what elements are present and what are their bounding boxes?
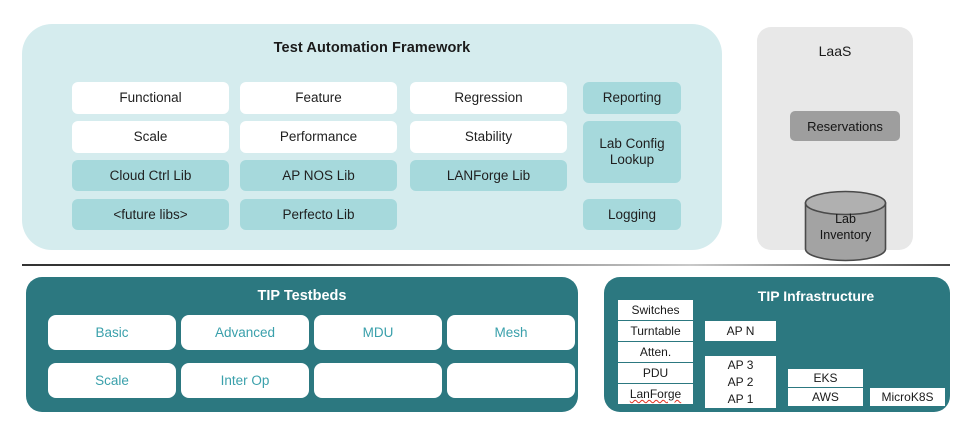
laas-title: LaaS [818, 43, 852, 59]
testbed-chip-basic[interactable]: Basic [48, 315, 176, 350]
test-automation-framework-panel: Test Automation Framework Functional Fea… [22, 24, 722, 250]
framework-chip-stability[interactable]: Stability [410, 121, 567, 153]
infra-chip-turntable[interactable]: Turntable [618, 321, 693, 341]
tip-infrastructure-panel: TIP Infrastructure Switches Turntable At… [604, 277, 950, 412]
framework-chip-functional[interactable]: Functional [72, 82, 229, 114]
infra-chip-ap-n[interactable]: AP N [705, 321, 776, 341]
cylinder-icon [804, 190, 887, 262]
framework-chip-cloud-ctrl-lib[interactable]: Cloud Ctrl Lib [72, 160, 229, 191]
lab-inventory-label: Lab Inventory [804, 212, 887, 243]
framework-chip-performance[interactable]: Performance [240, 121, 397, 153]
testbed-chip-advanced[interactable]: Advanced [181, 315, 309, 350]
testbed-chip-mesh[interactable]: Mesh [447, 315, 575, 350]
testbed-chip-empty-1[interactable] [314, 363, 442, 398]
framework-chip-scale[interactable]: Scale [72, 121, 229, 153]
tip-testbeds-panel: TIP Testbeds Basic Advanced MDU Mesh Sca… [26, 277, 578, 412]
infrastructure-title: TIP Infrastructure [757, 288, 875, 304]
framework-chip-logging[interactable]: Logging [583, 199, 681, 230]
infra-chip-lanforge[interactable]: LanForge [618, 384, 693, 404]
infra-chip-ap-3[interactable]: AP 3 [705, 356, 776, 374]
testbed-chip-inter-op[interactable]: Inter Op [181, 363, 309, 398]
testbeds-title: TIP Testbeds [257, 288, 347, 304]
lab-inventory-line1: Lab [835, 212, 856, 226]
laas-panel: LaaS Reservations Lab Inventory [757, 27, 913, 262]
infra-chip-ap-1[interactable]: AP 1 [705, 390, 776, 408]
framework-chip-regression[interactable]: Regression [410, 82, 567, 114]
infra-chip-microk8s[interactable]: MicroK8S [870, 388, 945, 406]
framework-chip-lanforge-lib[interactable]: LANForge Lib [410, 160, 567, 191]
testbed-chip-scale[interactable]: Scale [48, 363, 176, 398]
framework-chip-feature[interactable]: Feature [240, 82, 397, 114]
framework-chip-future-libs[interactable]: <future libs> [72, 199, 229, 230]
framework-chip-perfecto-lib[interactable]: Perfecto Lib [240, 199, 397, 230]
lab-inventory-cylinder[interactable]: Lab Inventory [804, 190, 887, 262]
framework-title: Test Automation Framework [273, 40, 471, 56]
reservations-chip[interactable]: Reservations [790, 111, 900, 141]
infra-chip-ap-2[interactable]: AP 2 [705, 373, 776, 391]
testbed-chip-empty-2[interactable] [447, 363, 575, 398]
framework-chip-reporting[interactable]: Reporting [583, 82, 681, 114]
section-divider [22, 264, 950, 266]
lanforge-label: LanForge [629, 387, 682, 401]
lab-inventory-line2: Inventory [819, 227, 872, 242]
framework-chip-lab-config-lookup[interactable]: Lab Config Lookup [583, 121, 681, 183]
infra-chip-eks[interactable]: EKS [788, 369, 863, 387]
infra-chip-pdu[interactable]: PDU [618, 363, 693, 383]
infra-chip-aws[interactable]: AWS [788, 388, 863, 406]
infra-chip-switches[interactable]: Switches [618, 300, 693, 320]
testbed-chip-mdu[interactable]: MDU [314, 315, 442, 350]
infra-chip-atten[interactable]: Atten. [618, 342, 693, 362]
framework-chip-ap-nos-lib[interactable]: AP NOS Lib [240, 160, 397, 191]
